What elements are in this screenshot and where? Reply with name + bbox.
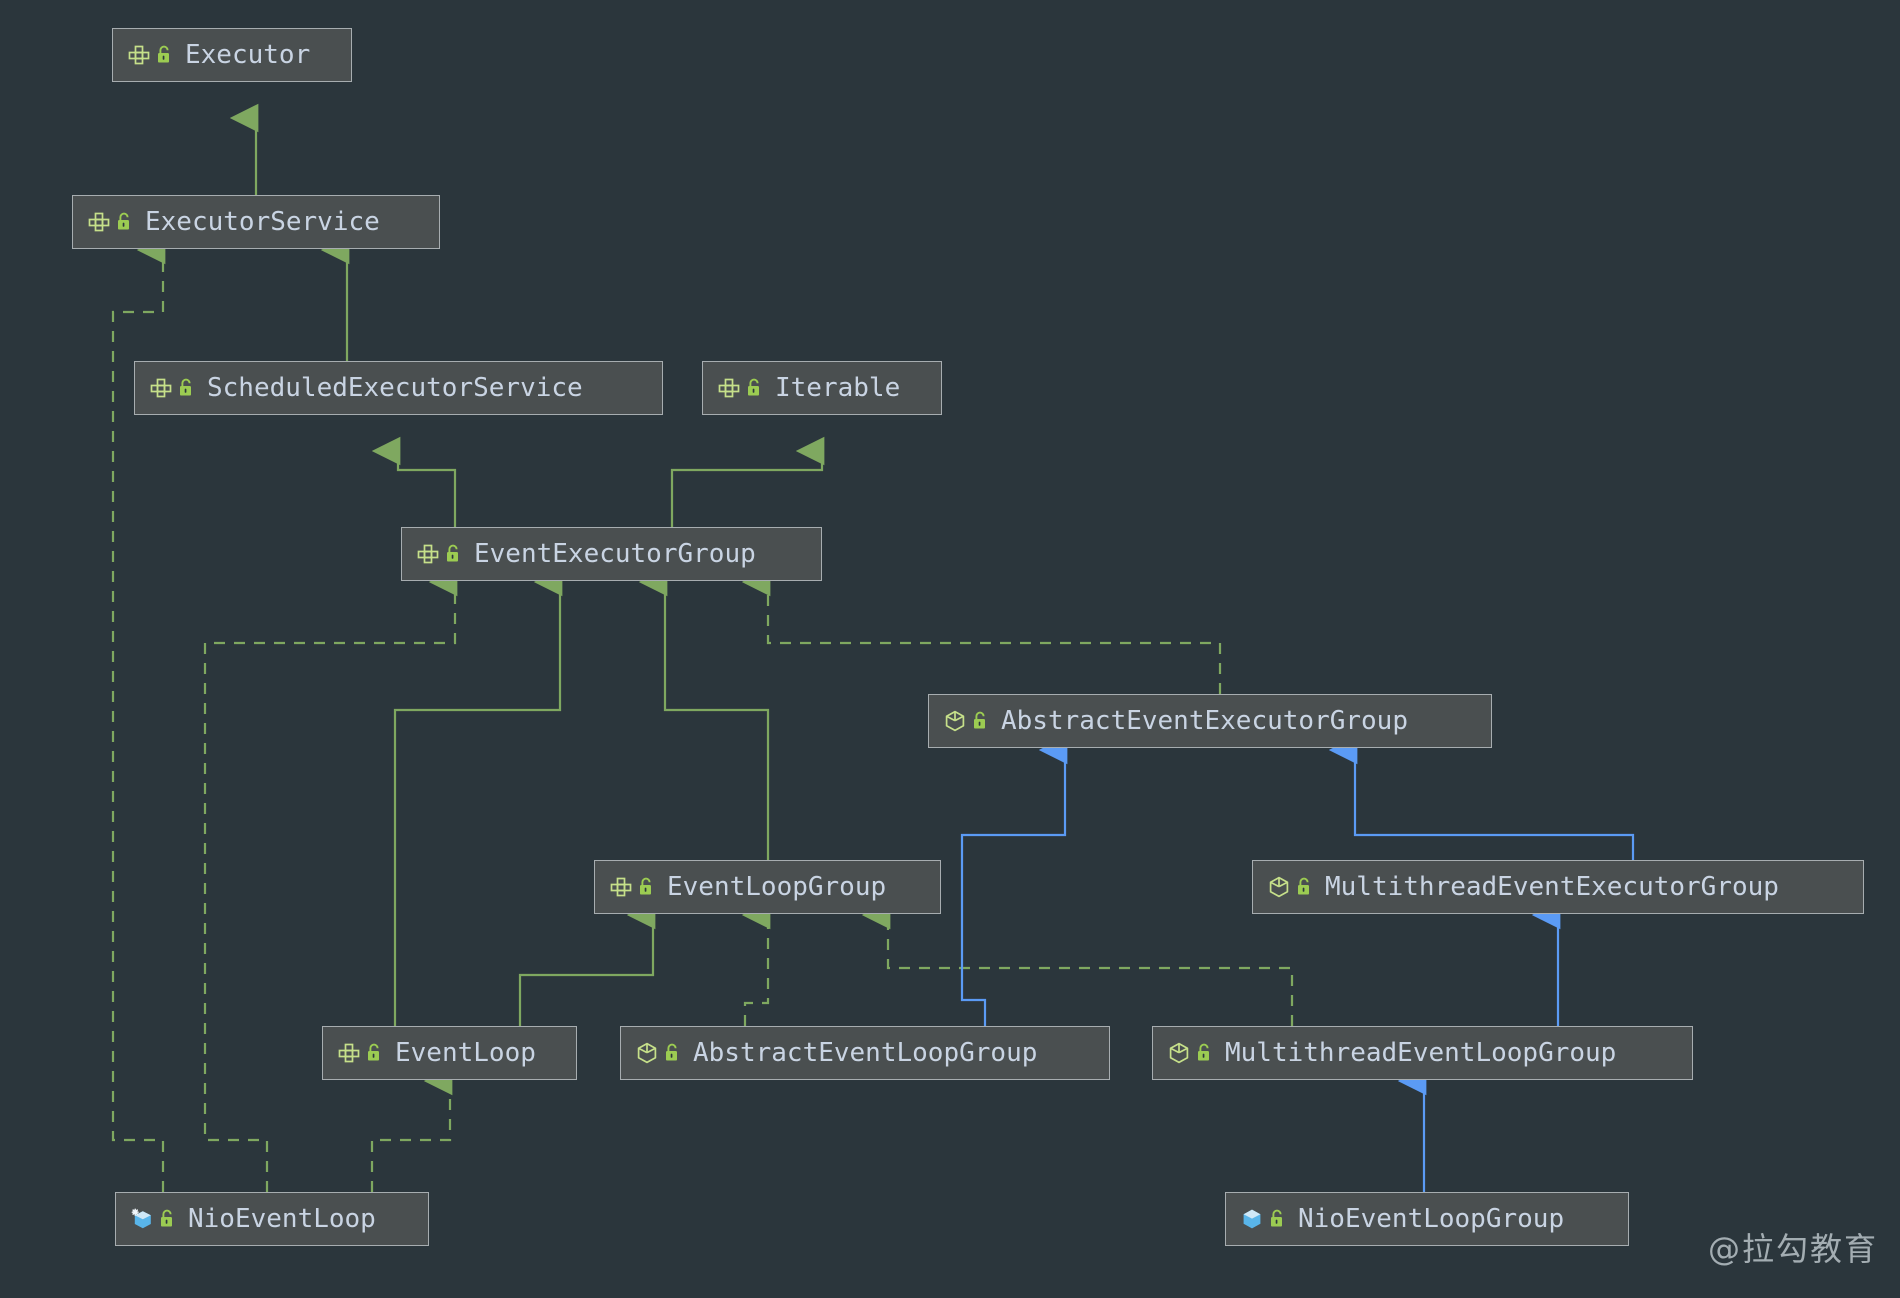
- abstract-class-icon: [635, 1041, 659, 1065]
- abstract-class-icon: [1267, 875, 1291, 899]
- class-node-multithreadEventExecutorGroup[interactable]: MultithreadEventExecutorGroup: [1252, 860, 1864, 914]
- edge-nioeventloop-eventloop: [370, 1066, 453, 1192]
- lock-icon: [1268, 1208, 1286, 1230]
- edge-eventexecutorgroup-iterable: [670, 436, 825, 527]
- class-node-label: EventLoopGroup: [667, 872, 887, 902]
- class-node-label: NioEventLoopGroup: [1298, 1204, 1565, 1234]
- edge-abstracteventloopgroup-eventloopgroup: [741, 900, 771, 1026]
- class-node-label: EventExecutorGroup: [474, 539, 756, 569]
- class-node-label: Executor: [185, 40, 311, 70]
- lock-icon: [971, 710, 989, 732]
- class-node-executorService[interactable]: ExecutorService: [72, 195, 440, 249]
- edge-eventexecutorgroup-scheduledexecutorservice: [371, 436, 457, 527]
- lock-icon: [177, 377, 195, 399]
- lock-icon: [444, 543, 462, 565]
- lock-icon: [1295, 876, 1313, 898]
- class-node-label: NioEventLoop: [188, 1204, 376, 1234]
- edge-multithreadeventexecutorgroup-abstracteventexecutorgroup: [1328, 735, 1635, 860]
- interface-icon: [609, 875, 633, 899]
- edge-eventloopgroup-eventexecutorgroup: [638, 567, 770, 860]
- lock-icon: [1195, 1042, 1213, 1064]
- class-node-abstractEventLoopGroup[interactable]: AbstractEventLoopGroup: [620, 1026, 1110, 1080]
- watermark: @拉勾教育: [1707, 1230, 1878, 1268]
- final-class-icon: [130, 1207, 154, 1231]
- lock-icon: [663, 1042, 681, 1064]
- interface-icon: [127, 43, 151, 67]
- class-node-nioEventLoop[interactable]: NioEventLoop: [115, 1192, 429, 1246]
- class-node-eventLoop[interactable]: EventLoop: [322, 1026, 577, 1080]
- edge-eventloop-eventexecutorgroup: [393, 567, 563, 1026]
- interface-icon: [337, 1041, 361, 1065]
- class-node-label: EventLoop: [395, 1038, 536, 1068]
- class-node-label: MultithreadEventLoopGroup: [1225, 1038, 1617, 1068]
- edge-nioeventloop-eventexecutorgroup: [203, 567, 458, 1192]
- class-node-label: ScheduledExecutorService: [207, 373, 583, 403]
- interface-icon: [416, 542, 440, 566]
- lock-icon: [365, 1042, 383, 1064]
- lock-icon: [745, 377, 763, 399]
- edge-eventloop-eventloopgroup: [518, 900, 656, 1026]
- class-node-label: Iterable: [775, 373, 901, 403]
- abstract-class-icon: [943, 709, 967, 733]
- class-node-abstractEventExecutorGroup[interactable]: AbstractEventExecutorGroup: [928, 694, 1492, 748]
- edge-multithreadeventloopgroup-eventloopgroup: [861, 900, 1294, 1026]
- class-node-label: ExecutorService: [145, 207, 380, 237]
- interface-icon: [717, 376, 741, 400]
- class-node-executor[interactable]: Executor: [112, 28, 352, 82]
- abstract-class-icon: [1167, 1041, 1191, 1065]
- class-node-label: MultithreadEventExecutorGroup: [1325, 872, 1779, 902]
- class-icon: [1240, 1207, 1264, 1231]
- lock-icon: [158, 1208, 176, 1230]
- class-node-scheduledExecutorService[interactable]: ScheduledExecutorService: [134, 361, 663, 415]
- edge-abstracteventexecutorgroup-eventexecutorgroup: [741, 567, 1222, 694]
- class-node-label: AbstractEventExecutorGroup: [1001, 706, 1408, 736]
- class-node-iterable[interactable]: Iterable: [702, 361, 942, 415]
- lock-icon: [637, 876, 655, 898]
- interface-icon: [87, 210, 111, 234]
- class-node-label: AbstractEventLoopGroup: [693, 1038, 1038, 1068]
- lock-icon: [115, 211, 133, 233]
- edge-abstracteventloopgroup-abstracteventexecutorgroup: [960, 735, 1068, 1026]
- lock-icon: [155, 44, 173, 66]
- class-node-multithreadEventLoopGroup[interactable]: MultithreadEventLoopGroup: [1152, 1026, 1693, 1080]
- class-node-eventLoopGroup[interactable]: EventLoopGroup: [594, 860, 941, 914]
- class-node-nioEventLoopGroup[interactable]: NioEventLoopGroup: [1225, 1192, 1629, 1246]
- class-node-eventExecutorGroup[interactable]: EventExecutorGroup: [401, 527, 822, 581]
- interface-icon: [149, 376, 173, 400]
